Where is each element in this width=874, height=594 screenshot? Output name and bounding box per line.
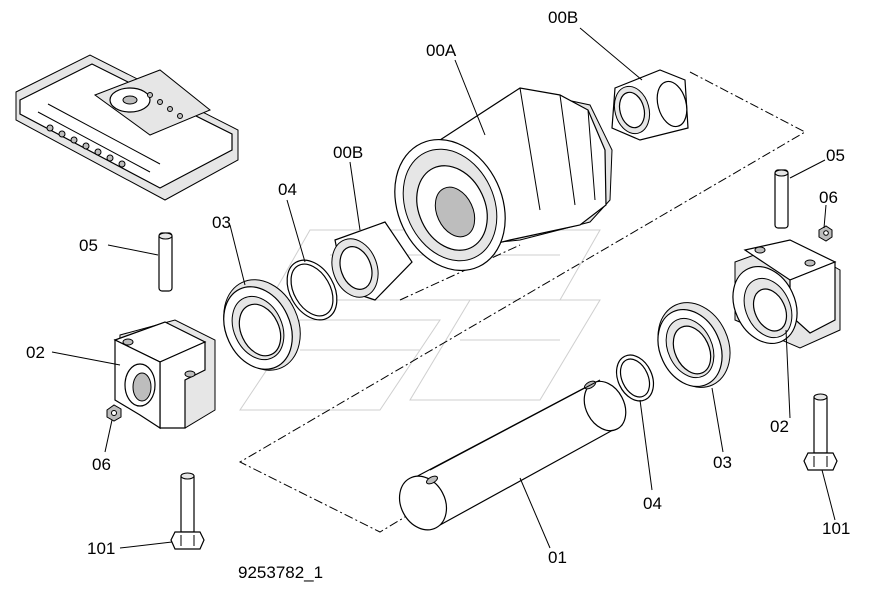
shaft <box>398 379 627 531</box>
label-101-left: 101 <box>87 539 115 558</box>
pin-right <box>774 169 789 229</box>
label-02-right: 02 <box>770 417 789 436</box>
bushing-mid <box>331 221 413 301</box>
nut-left <box>106 404 122 422</box>
bushing-top <box>611 69 689 141</box>
o-ring-right <box>615 354 655 402</box>
label-05-right: 05 <box>826 146 845 165</box>
o-ring-left <box>286 259 338 321</box>
label-03-right: 03 <box>713 453 732 472</box>
label-06-right: 06 <box>819 188 838 207</box>
label-101-right: 101 <box>822 519 850 538</box>
pin-left <box>158 232 173 292</box>
watermark-logo <box>239 229 601 411</box>
label-05-left: 05 <box>79 236 98 255</box>
label-00A: 00A <box>426 41 457 60</box>
label-02-left: 02 <box>26 343 45 362</box>
bolt-left <box>170 472 205 550</box>
drawing-number: 9253782_1 <box>238 563 323 582</box>
label-04-right: 04 <box>643 494 662 513</box>
track-frame-thumbnail <box>15 54 239 201</box>
bracket-right <box>732 239 841 349</box>
assembly-centerlines <box>238 71 807 533</box>
part-labels: 00A 00B 00B 05 06 04 03 05 02 06 101 04 … <box>26 8 850 567</box>
roller-body <box>394 87 613 272</box>
bolt-right <box>803 393 838 471</box>
label-00B-mid: 00B <box>333 143 363 162</box>
label-01: 01 <box>548 548 567 567</box>
label-04-left: 04 <box>278 180 297 199</box>
leader-lines <box>51 27 836 549</box>
label-00B-top: 00B <box>548 8 578 27</box>
label-03-left: 03 <box>212 213 231 232</box>
bracket-left <box>113 319 216 430</box>
seal-left <box>223 279 301 371</box>
seal-right <box>657 302 731 388</box>
nut-right <box>818 225 833 242</box>
label-06-left: 06 <box>92 455 111 474</box>
